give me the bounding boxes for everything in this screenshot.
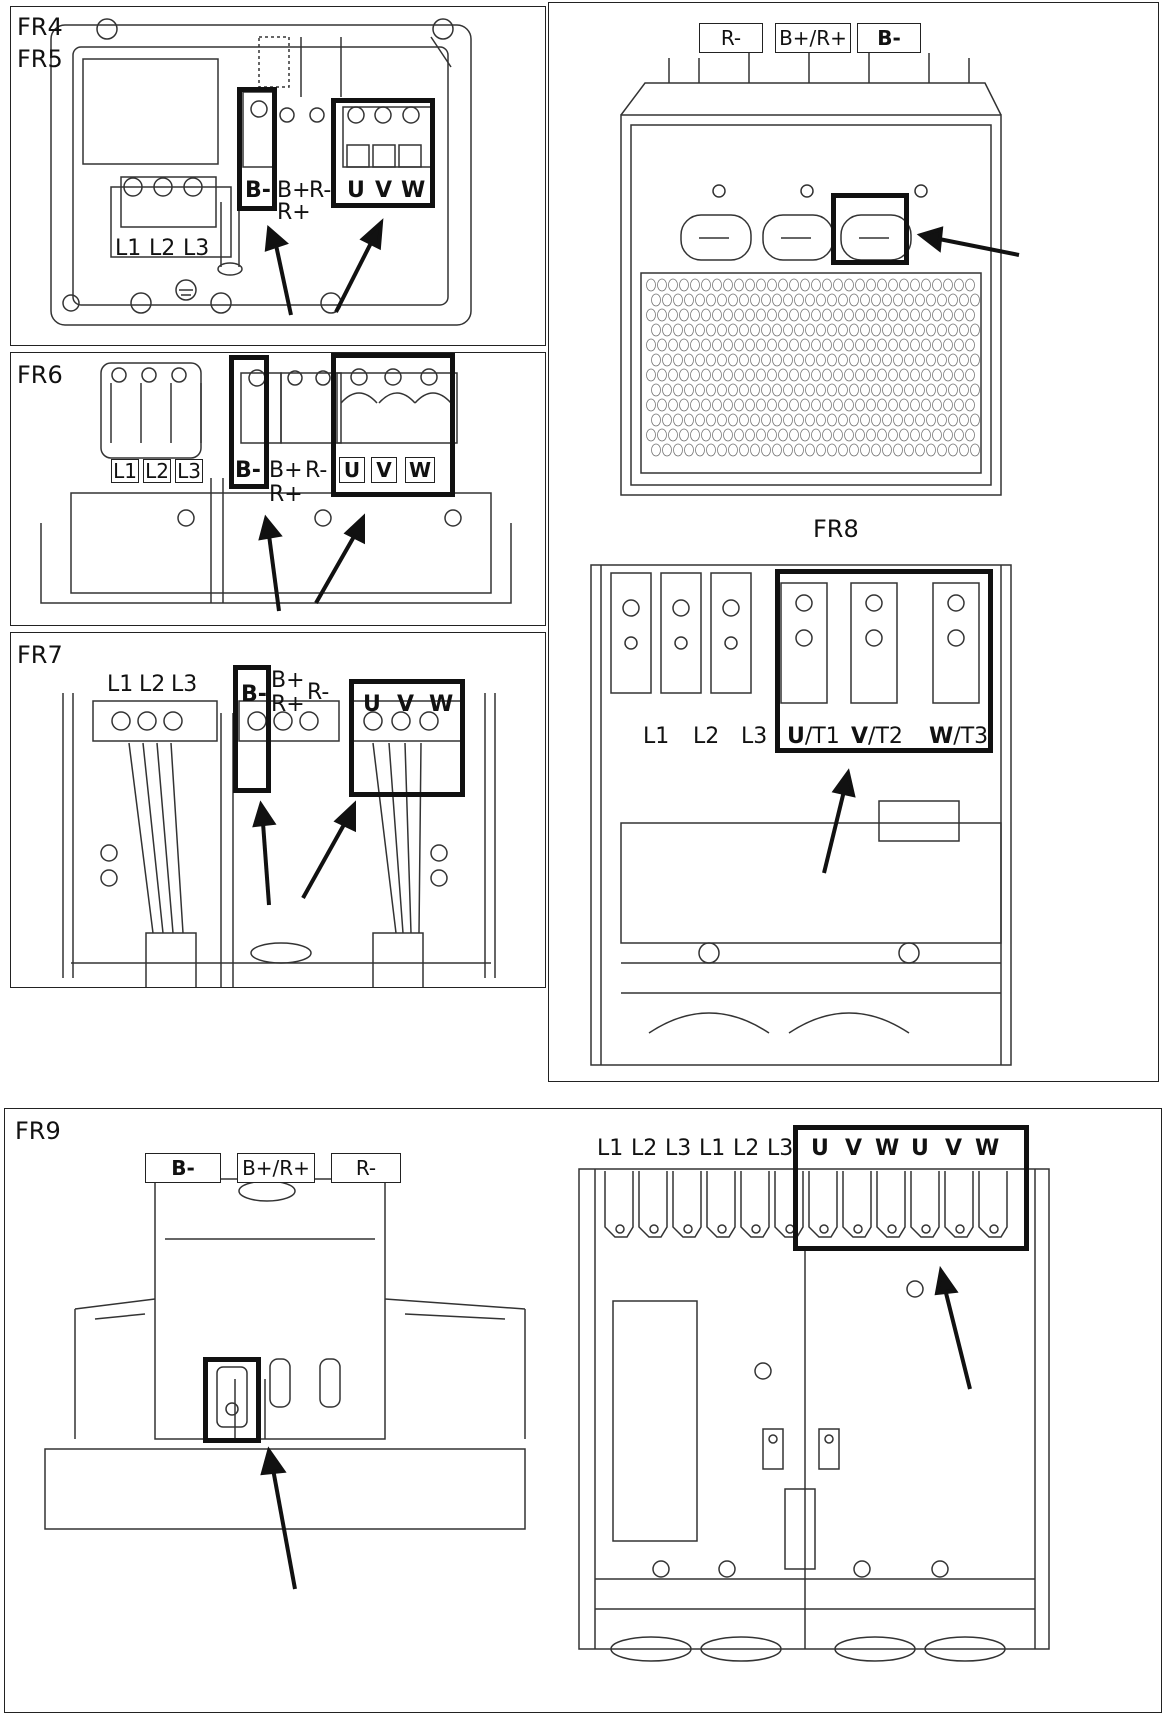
fr7-label-w: W (429, 692, 454, 717)
fr8-label-t1: /T1 (804, 724, 840, 749)
fr45-label-r-minus: R- (309, 178, 332, 203)
fr8-label-w-t3: W/T3 (929, 725, 988, 749)
fr9-label-l1-a: L1 (597, 1136, 624, 1161)
fr6-label-v: V (371, 457, 397, 483)
fr9-label-v-b: V (945, 1136, 963, 1161)
fr45-label-r-plus: R+ (277, 200, 311, 225)
fr7-label-v: V (397, 692, 415, 717)
fr7-label-b-plus: B+ (271, 668, 305, 693)
fr6-label-l1: L1 (111, 459, 139, 483)
fr7-label-l1: L1 (107, 672, 134, 697)
fr6-drawing (40, 362, 512, 612)
fr8-title: FR8 (813, 515, 859, 543)
panel-fr4-fr5: FR4 FR5 L1 L2 L3 B- B+ R+ R- U V W (10, 6, 546, 346)
fr45-label-u: U (347, 178, 365, 203)
fr8-label-v-t2: V/T2 (851, 725, 903, 749)
fr4-fr5-drawing (50, 18, 472, 326)
fr8-label-w: W (929, 724, 954, 749)
fr9-motor-highlight (793, 1125, 1029, 1251)
fr9-label-l1-b: L1 (699, 1136, 726, 1161)
fr8-b-minus-highlight (831, 193, 909, 265)
fr45-label-v: V (375, 178, 393, 203)
fr45-label-l3: L3 (183, 236, 210, 261)
fr7-motor-highlight (349, 679, 465, 797)
fr9-label-l3-b: L3 (767, 1136, 794, 1161)
fr8-label-u: U (787, 724, 805, 749)
fr7-title: FR7 (17, 641, 63, 669)
fr4-title: FR4 (17, 13, 63, 41)
fr9-top-label-b-plus-r-plus: B+/R+ (237, 1153, 315, 1183)
fr6-label-b-minus: B- (235, 458, 261, 483)
fr6-label-l2: L2 (143, 459, 171, 483)
fr8-label-t3: /T3 (953, 724, 989, 749)
fr9-label-v-a: V (845, 1136, 863, 1161)
fr5-title: FR5 (17, 45, 63, 73)
fr45-label-b-minus: B- (245, 178, 271, 203)
fr9-label-u-b: U (911, 1136, 929, 1161)
fr8-label-l1: L1 (643, 724, 670, 749)
fr7-label-b-minus: B- (241, 682, 267, 707)
fr8-label-v: V (851, 724, 869, 749)
fr7-label-l2: L2 (139, 672, 166, 697)
fr9-label-l2-b: L2 (733, 1136, 760, 1161)
fr7-label-l3: L3 (171, 672, 198, 697)
panel-fr9: FR9 B- B+/R+ R- L1 L2 L3 L1 L2 L3 U V W … (4, 1108, 1162, 1713)
fr7-brake-highlight (233, 665, 271, 793)
fr8-motor-highlight (775, 569, 993, 753)
fr6-title: FR6 (17, 361, 63, 389)
fr9-top-label-b-minus: B- (145, 1153, 221, 1183)
fr8-label-l3: L3 (741, 724, 768, 749)
fr7-label-r-plus: R+ (271, 692, 305, 717)
fr6-label-r-plus: R+ (269, 482, 303, 507)
fr8-top-label-r-minus: R- (699, 23, 763, 53)
fr9-label-w-a: W (875, 1136, 900, 1161)
fr7-label-r-minus: R- (307, 680, 330, 705)
fr9-b-minus-highlight (203, 1357, 261, 1443)
fr6-motor-highlight (331, 353, 455, 497)
fr45-label-l1: L1 (115, 236, 142, 261)
fr9-label-w-b: W (975, 1136, 1000, 1161)
fr7-drawing (62, 693, 496, 987)
fr6-label-u: U (339, 457, 365, 483)
fr9-label-l3-a: L3 (665, 1136, 692, 1161)
fr45-motor-highlight (331, 98, 435, 208)
fr6-label-r-minus: R- (305, 458, 328, 483)
fr6-label-b-plus: B+ (269, 458, 303, 483)
fr8-label-t2: /T2 (868, 724, 903, 749)
fr6-brake-highlight (229, 355, 269, 489)
fr45-label-l2: L2 (149, 236, 176, 261)
panel-fr7: FR7 L1 L2 L3 B- B+ R+ R- U V W (10, 632, 546, 988)
fr9-title: FR9 (15, 1117, 61, 1145)
fr6-label-w: W (405, 457, 435, 483)
fr7-label-u: U (363, 692, 381, 717)
fr9-label-l2-a: L2 (631, 1136, 658, 1161)
fr6-label-l3: L3 (175, 459, 203, 483)
fr8-label-u-t1: U/T1 (787, 725, 840, 749)
fr45-brake-highlight (237, 87, 277, 211)
panel-fr6: FR6 L1 L2 L3 B- B+ R+ R- U V W (10, 352, 546, 626)
fr45-label-b-plus: B+ (277, 178, 311, 203)
fr8-top-label-b-minus: B- (857, 23, 921, 53)
fr45-label-w: W (401, 178, 426, 203)
fr9-label-u-a: U (811, 1136, 829, 1161)
panel-fr8: R- B+/R+ B- FR8 L1 L2 L3 U/T1 V/T2 W/T3 (548, 2, 1159, 1082)
fr8-label-l2: L2 (693, 724, 720, 749)
fr8-top-label-b-plus-r-plus: B+/R+ (775, 23, 851, 53)
fr8-drawing (590, 53, 1020, 1066)
fr9-top-label-r-minus: R- (331, 1153, 401, 1183)
